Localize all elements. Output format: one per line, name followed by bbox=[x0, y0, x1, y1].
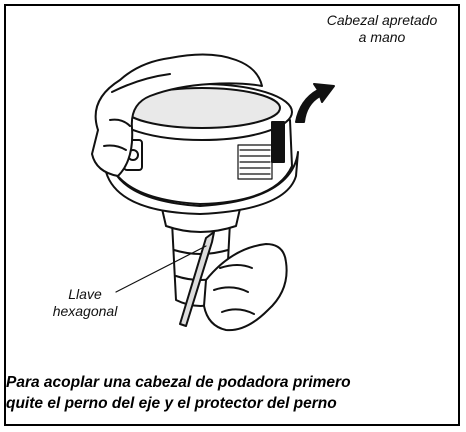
hex-key bbox=[179, 231, 215, 327]
rotation-arrow bbox=[295, 83, 335, 123]
leader-line bbox=[115, 245, 207, 293]
hand-top bbox=[91, 53, 263, 177]
head-body bbox=[111, 119, 293, 205]
label-top-line1: Cabezal apretado bbox=[326, 12, 438, 28]
label-left-line2: hexagonal bbox=[52, 303, 118, 319]
line-tab bbox=[271, 121, 285, 163]
caption-line2: quite el perno del eje y el protector de… bbox=[6, 395, 337, 412]
label-left-line1: Llave bbox=[68, 286, 102, 302]
hand-bottom bbox=[203, 243, 288, 332]
caption-line1: Para acoplar una cabezal de podadora pri… bbox=[6, 374, 351, 391]
label-top-line2: a mano bbox=[358, 29, 406, 45]
label-hand-tightened: Cabezal apretado a mano bbox=[322, 12, 442, 46]
figure-caption: Para acoplar una cabezal de podadora pri… bbox=[6, 372, 454, 414]
label-hex-key: Llave hexagonal bbox=[40, 286, 130, 320]
